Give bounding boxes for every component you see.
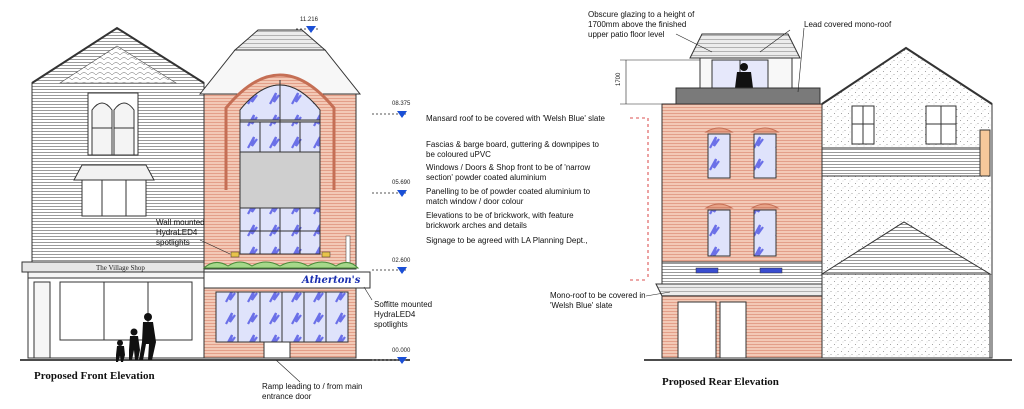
note-soffitte-spotlights: Soffitte mounted HydraLED4 spotlights (374, 300, 433, 329)
rear-elevation (620, 27, 1012, 361)
note-elevations: Elevations to be of brickwork, with feat… (426, 211, 574, 230)
note-lead-mono-roof: Lead covered mono-roof (804, 20, 892, 29)
level-08375: 08.375 (392, 101, 411, 107)
person-silhouette-rear (735, 63, 753, 88)
note-obscure-glazing: Obscure glazing to a height of 1700mm ab… (588, 10, 695, 39)
level-markers (296, 26, 407, 364)
dimension-1700 (620, 59, 700, 105)
level-02600: 02.600 (392, 258, 411, 264)
front-elevation (20, 26, 410, 383)
rear-main-building (655, 33, 829, 359)
rear-elevation-title: Proposed Rear Elevation (662, 376, 779, 388)
level-05690: 05.690 (392, 180, 411, 186)
front-leader-lines (199, 239, 373, 383)
village-shop-sign: The Village Shop (96, 264, 145, 272)
note-mono-roof-slate: Mono-roof to be covered in 'Welsh Blue' … (550, 291, 646, 310)
level-00000: 00.000 (392, 348, 411, 354)
red-dashed-guide (630, 117, 649, 281)
level-11216: 11.216 (300, 17, 318, 23)
main-building-front (198, 29, 371, 359)
dimension-1700-label: 1700 (616, 72, 622, 86)
note-fascias: Fascias & barge board, guttering & downp… (426, 140, 599, 159)
rear-neighbour-building (820, 46, 993, 359)
note-mansard-roof: Mansard roof to be covered with 'Welsh B… (426, 114, 605, 123)
note-signage: Signage to be agreed with LA Planning De… (426, 236, 588, 245)
atherton-brand-sign: Atherton's (302, 275, 361, 286)
front-elevation-title: Proposed Front Elevation (34, 370, 155, 382)
note-panelling: Panelling to be of powder coated alumini… (426, 187, 591, 206)
neighbour-village-shop (21, 26, 205, 362)
note-ramp: Ramp leading to / from main entrance doo… (262, 382, 363, 401)
note-wall-mounted-spotlights: Wall mounted HydraLED4 spotlights (156, 218, 205, 247)
people-silhouette (116, 313, 156, 362)
note-windows: Windows / Doors & Shop front to be of 'n… (426, 163, 591, 182)
rear-leader-lines (645, 27, 805, 297)
